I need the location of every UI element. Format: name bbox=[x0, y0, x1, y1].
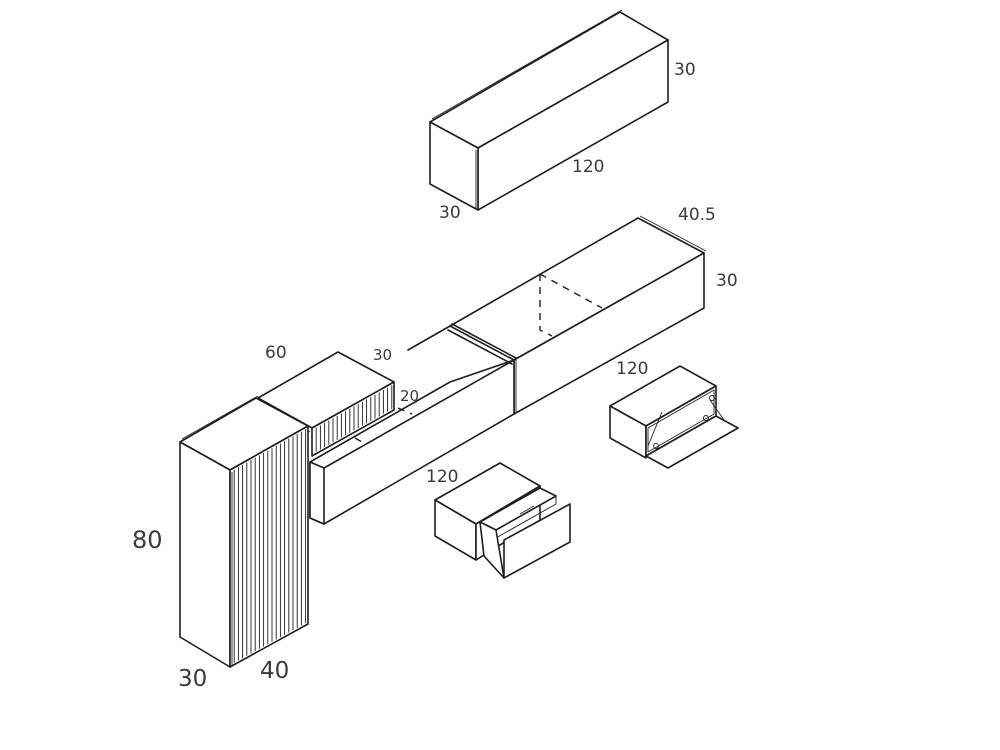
dimension-labels: 30 120 30 40.5 30 120 120 60 30 20 80 30… bbox=[132, 60, 738, 692]
flap-hinge bbox=[647, 411, 663, 447]
low-unit-height-label: 30 bbox=[716, 271, 738, 291]
wall-cabinet-side bbox=[429, 121, 479, 211]
flap-door-open bbox=[645, 415, 739, 469]
low-unit-edge bbox=[639, 215, 707, 252]
low-unit-back-edge bbox=[407, 325, 451, 351]
tall-cabinet-ribs bbox=[233, 429, 307, 663]
tall-cabinet-depth-label: 30 bbox=[178, 666, 207, 692]
low-unit-divider bbox=[447, 329, 513, 365]
small-module-ribs bbox=[315, 385, 393, 452]
wall-cabinet-depth-label: 30 bbox=[439, 203, 461, 223]
drawer-module-width-label: 120 bbox=[426, 467, 458, 487]
flap-hinge-pin bbox=[703, 415, 709, 421]
drawer-front-panel bbox=[503, 503, 571, 579]
flap-module bbox=[609, 365, 739, 469]
wall-cabinet-width-label: 120 bbox=[572, 157, 604, 177]
tall-cabinet-height-label: 80 bbox=[132, 526, 163, 554]
wall-cabinet-height-label: 30 bbox=[674, 60, 696, 80]
flap-hinge bbox=[709, 399, 725, 421]
wall-cabinet-edge bbox=[431, 9, 623, 120]
flap-hinge-pin bbox=[709, 395, 715, 401]
low-unit-hidden-edge bbox=[354, 437, 363, 443]
flap-module-inner bbox=[647, 389, 715, 453]
flap-module-side bbox=[609, 405, 647, 459]
drawer-module bbox=[434, 462, 571, 579]
low-unit-hidden-edge bbox=[539, 273, 603, 309]
drawer-inner-edge bbox=[519, 505, 535, 515]
low-unit-hidden-edge bbox=[397, 407, 413, 415]
tall-cabinet-width-label: 40 bbox=[260, 658, 289, 684]
low-unit-side-left bbox=[309, 461, 325, 525]
flap-module-width-label: 120 bbox=[616, 359, 648, 379]
small-module-front bbox=[311, 381, 395, 457]
tall-cabinet bbox=[179, 395, 309, 668]
low-unit-depth-label: 40.5 bbox=[678, 205, 716, 225]
small-module-depth-label: 30 bbox=[373, 346, 392, 364]
small-module-width-label: 60 bbox=[265, 343, 287, 363]
small-module-height-label: 20 bbox=[400, 387, 419, 405]
small-module bbox=[255, 351, 395, 457]
low-unit-front-top-edge bbox=[323, 359, 515, 469]
tall-cabinet-side bbox=[179, 441, 231, 668]
low-unit bbox=[309, 215, 707, 525]
flap-hinge-pin bbox=[653, 443, 659, 449]
low-unit-hidden-edge bbox=[539, 274, 553, 337]
low-unit-divider bbox=[451, 323, 517, 359]
wall-cabinet bbox=[429, 9, 669, 211]
tall-cabinet-edge bbox=[181, 395, 259, 440]
